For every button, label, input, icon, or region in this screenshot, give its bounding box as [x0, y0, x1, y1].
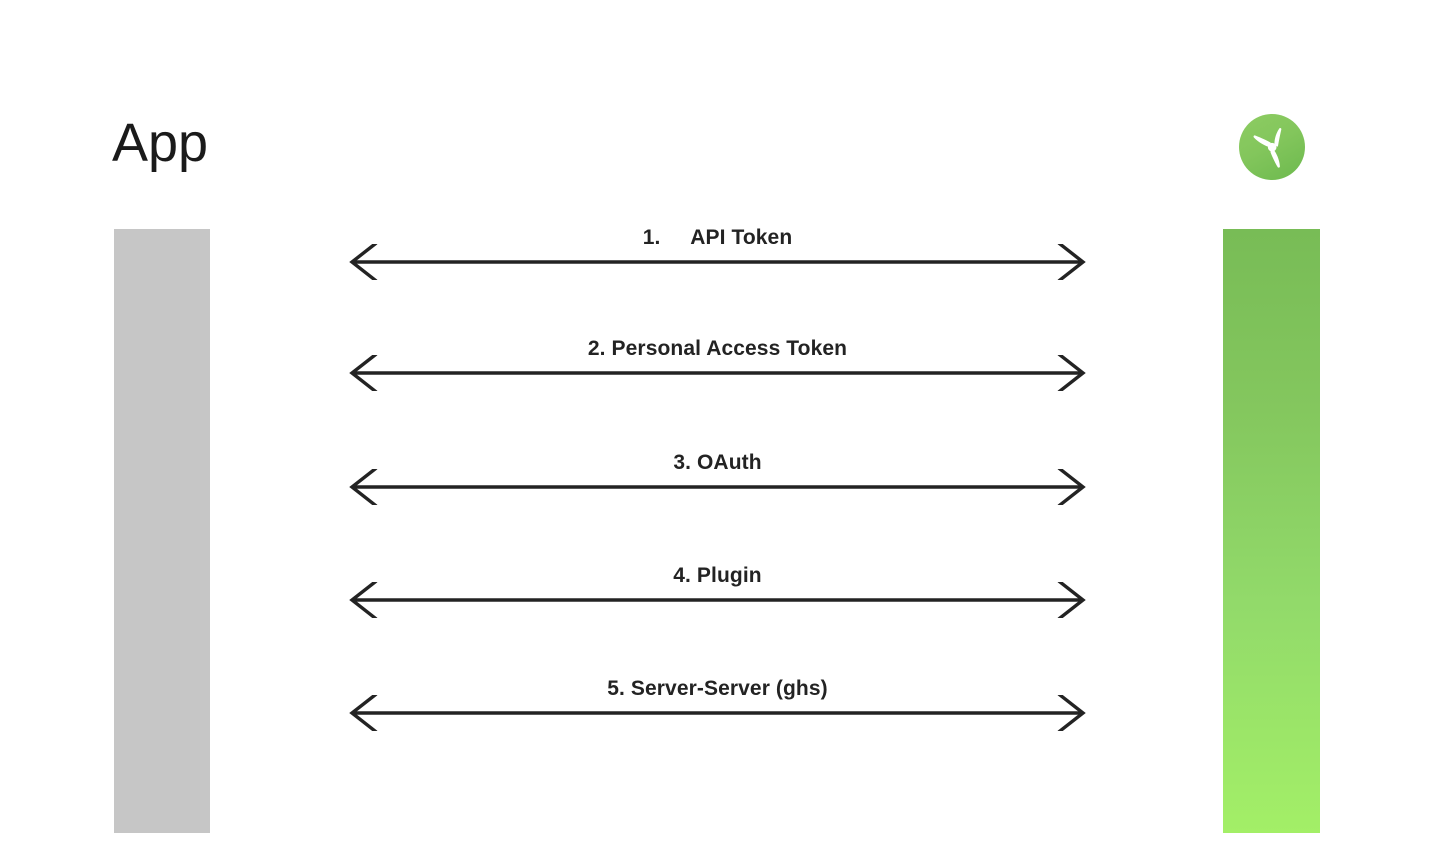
message-row: 1. API Token [345, 226, 1090, 280]
lifeline-service [1223, 229, 1320, 833]
bidirectional-arrow-icon [349, 695, 1086, 731]
propeller-icon [1238, 113, 1306, 181]
message-label: 5. Server-Server (ghs) [607, 677, 828, 700]
message-label: 3. OAuth [673, 451, 762, 474]
bidirectional-arrow-icon [349, 355, 1086, 391]
message-label: 2. Personal Access Token [587, 337, 848, 360]
message-row: 5. Server-Server (ghs) [345, 677, 1090, 731]
message-row: 3. OAuth [345, 451, 1090, 505]
bidirectional-arrow-icon [349, 244, 1086, 280]
message-label: 4. Plugin [673, 564, 762, 587]
message-row: 2. Personal Access Token [345, 337, 1090, 391]
page-title: App [112, 113, 209, 173]
lifeline-app [114, 229, 210, 833]
bidirectional-arrow-icon [349, 582, 1086, 618]
bidirectional-arrow-icon [349, 469, 1086, 505]
message-label: 1. API Token [642, 226, 793, 249]
message-row: 4. Plugin [345, 564, 1090, 618]
